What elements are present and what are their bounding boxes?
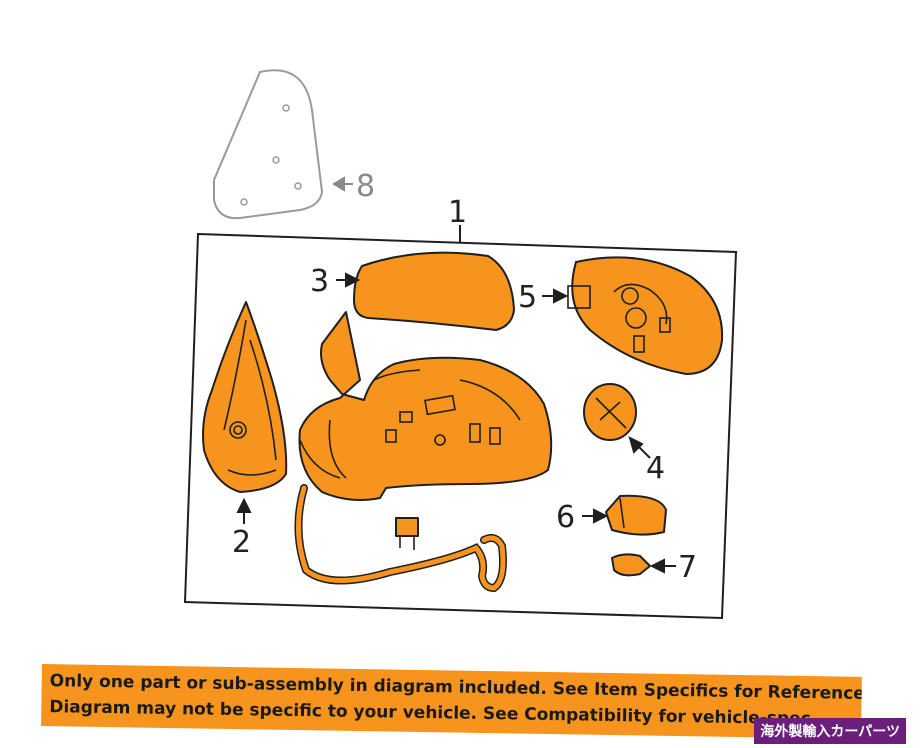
callout-2: 2: [232, 525, 251, 560]
part-4-motor: [583, 383, 637, 441]
callout-7: 7: [678, 550, 697, 585]
callout-5: 5: [518, 280, 537, 315]
callout-3-arrow: [336, 272, 361, 288]
part-2-bracket: [202, 301, 288, 493]
part-6-lamp: [605, 494, 667, 536]
callout-2-arrow: [236, 497, 252, 524]
assembly-frame: [183, 232, 738, 620]
callout-8-arrow: [332, 176, 353, 192]
callout-4: 4: [646, 451, 665, 486]
callout-4-arrow: [628, 436, 651, 459]
part-5-glass: [567, 256, 724, 375]
part-8-seal: [213, 69, 324, 220]
seller-badge: 海外製輸入カーパーツ: [754, 718, 906, 744]
disclaimer-banner: Only one part or sub-assembly in diagram…: [41, 664, 862, 739]
parts-diagram: 1 8 2 3: [183, 69, 738, 620]
callout-7-arrow: [649, 558, 676, 574]
callout-1: 1: [448, 195, 467, 230]
harness-connector: [395, 517, 419, 550]
callout-6: 6: [556, 500, 575, 535]
part-7-bulb: [611, 553, 651, 577]
part-3-cover: [353, 251, 515, 331]
callout-6-arrow: [582, 508, 609, 524]
callout-5-arrow: [542, 288, 569, 304]
part-1-housing: [298, 311, 553, 501]
callout-8: 8: [356, 169, 375, 204]
callout-3: 3: [310, 264, 329, 299]
